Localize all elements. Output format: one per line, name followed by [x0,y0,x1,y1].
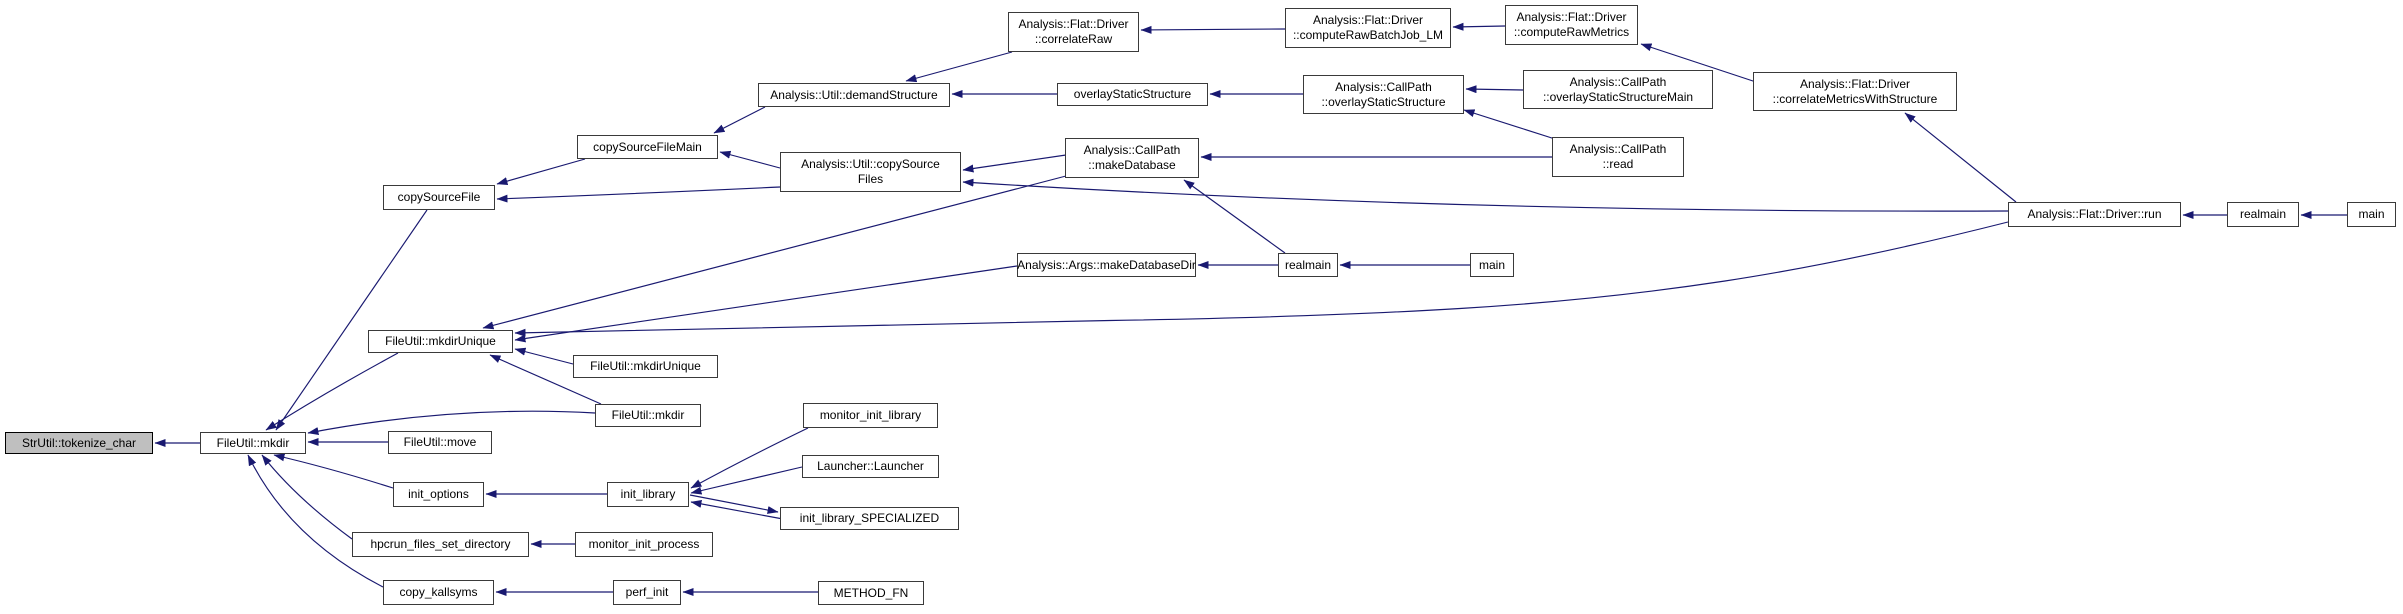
edge-driver-run-to-correlate-metrics [1904,112,2017,203]
graph-node-mkdir-unique-left[interactable]: FileUtil::mkdirUnique [368,330,513,353]
graph-node-correlate-raw[interactable]: Analysis::Flat::Driver ::correlateRaw [1008,12,1139,52]
edge-copy-source-file-main-to-copy-source-file [496,158,586,185]
edge-init-library-specialized-to-init-library [690,499,784,520]
edge-mkdir-unique-right-to-mkdir-unique-left [514,347,574,365]
edge-init-library-to-init-library-specialized [689,494,779,514]
graph-node-mkdir-right[interactable]: FileUtil::mkdir [595,404,701,427]
graph-node-copy-source-file[interactable]: copySourceFile [383,185,495,210]
graph-node-copy-source-files[interactable]: Analysis::Util::copySource Files [780,152,961,192]
graph-node-monitor-init-library[interactable]: monitor_init_library [803,403,938,428]
edge-copy-source-files-to-copy-source-file-main [719,150,781,169]
graph-node-main-right[interactable]: main [2347,202,2396,227]
graph-node-driver-run[interactable]: Analysis::Flat::Driver::run [2008,202,2181,227]
edge-demand-structure-to-copy-source-file-main [713,106,766,134]
graph-node-monitor-init-process[interactable]: monitor_init_process [575,532,713,557]
graph-node-launcher[interactable]: Launcher::Launcher [802,455,939,478]
edge-init-options-to-mkdir-hub [273,453,394,489]
graph-node-init-library[interactable]: init_library [607,482,689,507]
edge-make-database-dir-to-mkdir-unique-left [514,265,1018,343]
edge-hpcrun-files-set-directory-to-mkdir-hub [261,454,353,540]
edge-realmain-mid-to-make-database [1183,179,1286,254]
edge-copy-kallsyms-to-mkdir-hub [247,454,384,588]
graph-node-make-database-dir[interactable]: Analysis::Args::makeDatabaseDir [1017,253,1196,277]
edge-compute-raw-metrics-to-compute-raw-batch-job [1452,22,1506,31]
graph-node-main-mid[interactable]: main [1470,253,1514,277]
graph-node-correlate-metrics[interactable]: Analysis::Flat::Driver ::correlateMetric… [1753,72,1957,111]
graph-node-demand-structure[interactable]: Analysis::Util::demandStructure [758,83,950,107]
edge-mkdir-right-to-mkdir-hub [307,410,596,435]
edge-driver-run-to-copy-source-files [962,178,2009,212]
edge-copy-source-files-to-copy-source-file [496,186,781,203]
graph-node-make-database[interactable]: Analysis::CallPath ::makeDatabase [1065,138,1199,178]
edge-mkdir-right-to-mkdir-unique-left [489,354,602,405]
graph-node-init-options[interactable]: init_options [393,482,484,507]
graph-node-copy-source-file-main[interactable]: copySourceFileMain [577,135,718,159]
edge-driver-run-to-mkdir-unique-left [514,221,2009,337]
edge-compute-raw-batch-job-to-correlate-raw [1140,25,1286,34]
graph-node-callpath-read[interactable]: Analysis::CallPath ::read [1552,137,1684,177]
graph-node-compute-raw-metrics[interactable]: Analysis::Flat::Driver ::computeRawMetri… [1505,5,1638,45]
graph-node-perf-init[interactable]: perf_init [613,580,681,605]
edge-callpath-read-to-callpath-overlay-static [1463,109,1556,140]
edge-callpath-overlay-static-main-to-callpath-overlay-static [1465,85,1524,94]
graph-node-mkdir-hub[interactable]: FileUtil::mkdir [200,432,306,454]
graph-node-method-fn[interactable]: METHOD_FN [818,581,924,605]
graph-node-hpcrun-files-set-directory[interactable]: hpcrun_files_set_directory [352,532,529,557]
edge-copy-source-file-to-mkdir-hub [275,209,428,431]
edge-mkdir-unique-left-to-mkdir-hub [265,352,399,431]
graph-node-tokenize-char: StrUtil::tokenize_char [5,432,153,454]
graph-node-overlay-static-structure[interactable]: overlayStaticStructure [1057,83,1208,106]
graph-node-init-library-specialized[interactable]: init_library_SPECIALIZED [780,507,959,530]
edge-correlate-raw-to-demand-structure [905,51,1013,83]
edge-make-database-to-copy-source-files [962,154,1067,173]
graph-node-callpath-overlay-static-main[interactable]: Analysis::CallPath ::overlayStaticStruct… [1523,70,1713,109]
graph-node-realmain-mid[interactable]: realmain [1278,253,1338,277]
graph-node-copy-kallsyms[interactable]: copy_kallsyms [383,580,494,605]
graph-node-callpath-overlay-static[interactable]: Analysis::CallPath ::overlayStaticStruct… [1303,75,1464,114]
graph-node-realmain-right[interactable]: realmain [2227,202,2299,227]
graph-node-compute-raw-batch-job[interactable]: Analysis::Flat::Driver ::computeRawBatch… [1285,8,1451,48]
edge-correlate-metrics-to-compute-raw-metrics [1640,43,1757,83]
edge-make-database-to-mkdir-unique-left [482,175,1067,330]
graph-node-move[interactable]: FileUtil::move [388,431,492,454]
graph-node-mkdir-unique-right[interactable]: FileUtil::mkdirUnique [573,355,718,378]
edge-monitor-init-library-to-init-library [690,427,809,489]
edge-launcher-to-init-library [690,466,803,495]
